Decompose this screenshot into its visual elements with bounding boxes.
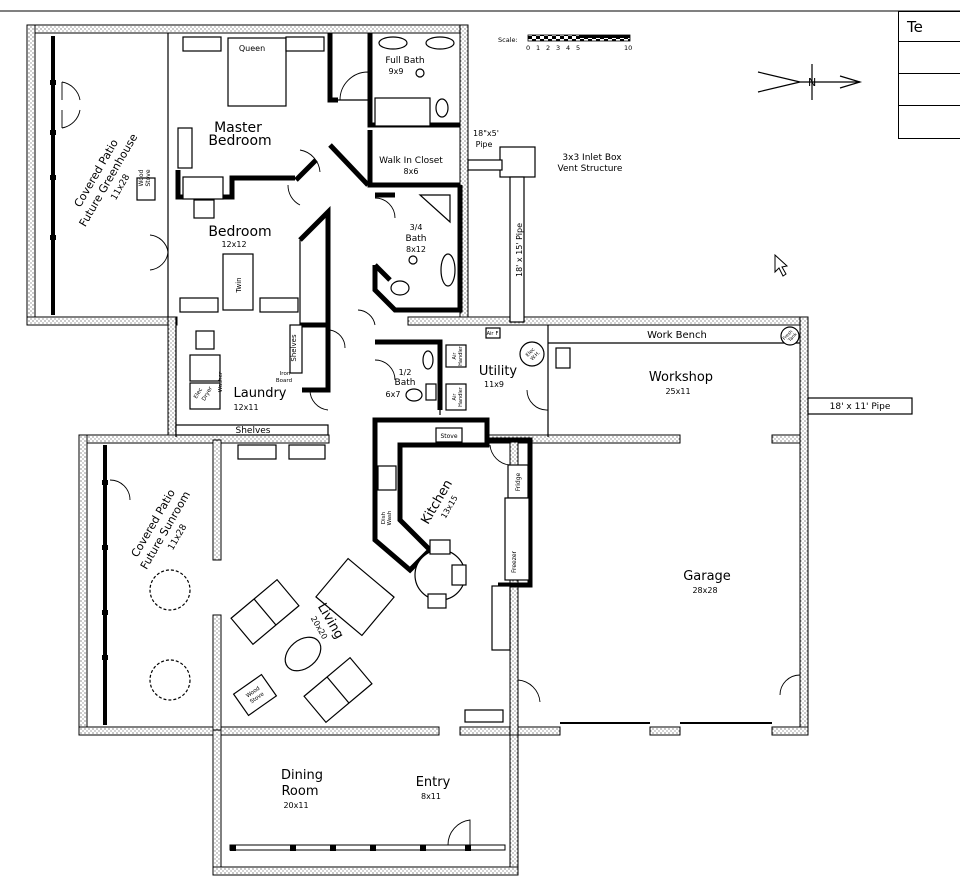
twin-bed-label: Twin	[235, 277, 243, 293]
garage-name: Garage	[683, 569, 731, 584]
half-bath-name: 1/2	[399, 368, 412, 377]
workshop-size: 25x11	[665, 387, 690, 396]
half-bath-name: Bath	[395, 378, 416, 388]
laundry-size: 12x11	[233, 403, 258, 412]
walk-in-closet-name: Walk In Closet	[379, 156, 443, 166]
work-bench-label: Work Bench	[647, 330, 707, 341]
scale-tick: 2	[546, 44, 550, 52]
full-bath-size: 9x9	[389, 67, 404, 76]
title-block-header-text: Te	[907, 18, 923, 36]
scale-tick: 3	[556, 44, 560, 52]
master-bedroom-name: Bedroom	[208, 133, 271, 149]
dining-room-size: 20x11	[283, 801, 308, 810]
bedroom-size: 12x12	[221, 240, 246, 249]
interior-walls	[167, 33, 800, 588]
utility-name: Utility	[479, 364, 518, 379]
title-block-row	[898, 73, 960, 107]
pipe-18x15-label: 18' x 15' Pipe	[515, 223, 524, 277]
scale-tick: 0	[526, 44, 530, 52]
scale-bar: Scale: 0 1 2 3 4 5 10	[498, 34, 632, 52]
shelves-vertical-label: Shelves	[290, 334, 298, 362]
scale-tick: 4	[566, 44, 570, 52]
stove-label: Stove	[440, 433, 457, 440]
air-handler-label: Handler	[458, 345, 464, 366]
air-filter-label: Air	[487, 331, 495, 337]
half-bath-size: 6x7	[386, 390, 401, 399]
ironing-board-label: Iron	[280, 371, 291, 377]
three-quarter-bath-name: 3/4	[410, 223, 423, 232]
dining-room-name: Dining	[281, 768, 323, 783]
north-letter: N	[808, 76, 816, 89]
scale-tick: 1	[536, 44, 540, 52]
title-block-header: Te	[898, 11, 960, 43]
entry-size: 8x11	[421, 792, 441, 801]
dining-room-name: Room	[281, 784, 318, 799]
wood-stove-1-label: Wood	[138, 169, 145, 186]
master-bedroom-name: Master	[214, 120, 262, 136]
full-bath-name: Full Bath	[385, 56, 424, 66]
ironing-board-label: Board	[276, 378, 292, 384]
scale-label: Scale:	[498, 36, 518, 44]
freezer-label: Freezer	[511, 550, 518, 573]
water-heater-label: Elec	[525, 347, 537, 359]
door-swings	[61, 71, 801, 846]
dishwasher-label: Dish	[381, 511, 387, 524]
air-handler-label: Air	[452, 352, 458, 360]
inlet-box-label: Vent Structure	[558, 164, 623, 174]
wood-stove-1-label: Stove	[145, 169, 152, 186]
title-block-row	[898, 105, 960, 139]
washer-label: Washer	[218, 371, 224, 392]
dishwasher-label: Wash	[387, 510, 393, 525]
fixtures	[136, 36, 913, 724]
inlet-box-label: 3x3 Inlet Box	[562, 153, 622, 163]
scale-tick: 5	[576, 44, 580, 52]
utility-size: 11x9	[484, 380, 504, 389]
walk-in-closet-size: 8x6	[404, 167, 419, 176]
entry-name: Entry	[416, 775, 451, 790]
pipe-18x5-label: 18"x5'	[473, 129, 499, 138]
shelves-bottom-label: Shelves	[235, 426, 270, 436]
queen-bed-label: Queen	[239, 44, 265, 53]
air-filter-label: F	[496, 331, 499, 337]
title-block-row	[898, 41, 960, 75]
fridge-label: Fridge	[515, 472, 522, 491]
dryer-label: Elec	[193, 387, 204, 400]
pipe-18x5-label: Pipe	[476, 140, 493, 149]
air-handler-label: Air	[452, 393, 458, 401]
garage-size: 28x28	[692, 586, 717, 595]
exterior-walls	[26, 24, 809, 876]
pipe-18x11-label: 18' x 11' Pipe	[830, 402, 891, 412]
title-block: Te	[898, 11, 960, 139]
north-arrow-icon: N	[757, 64, 863, 100]
laundry-name: Laundry	[234, 386, 287, 401]
three-quarter-bath-name: Bath	[406, 234, 427, 244]
three-quarter-bath-size: 8x12	[406, 245, 426, 254]
workshop-name: Workshop	[649, 370, 713, 385]
bedroom-name: Bedroom	[208, 224, 271, 240]
mouse-cursor-icon	[774, 253, 789, 277]
windows	[50, 36, 772, 851]
scale-tick: 10	[624, 44, 632, 52]
air-handler-label: Handler	[458, 386, 464, 407]
